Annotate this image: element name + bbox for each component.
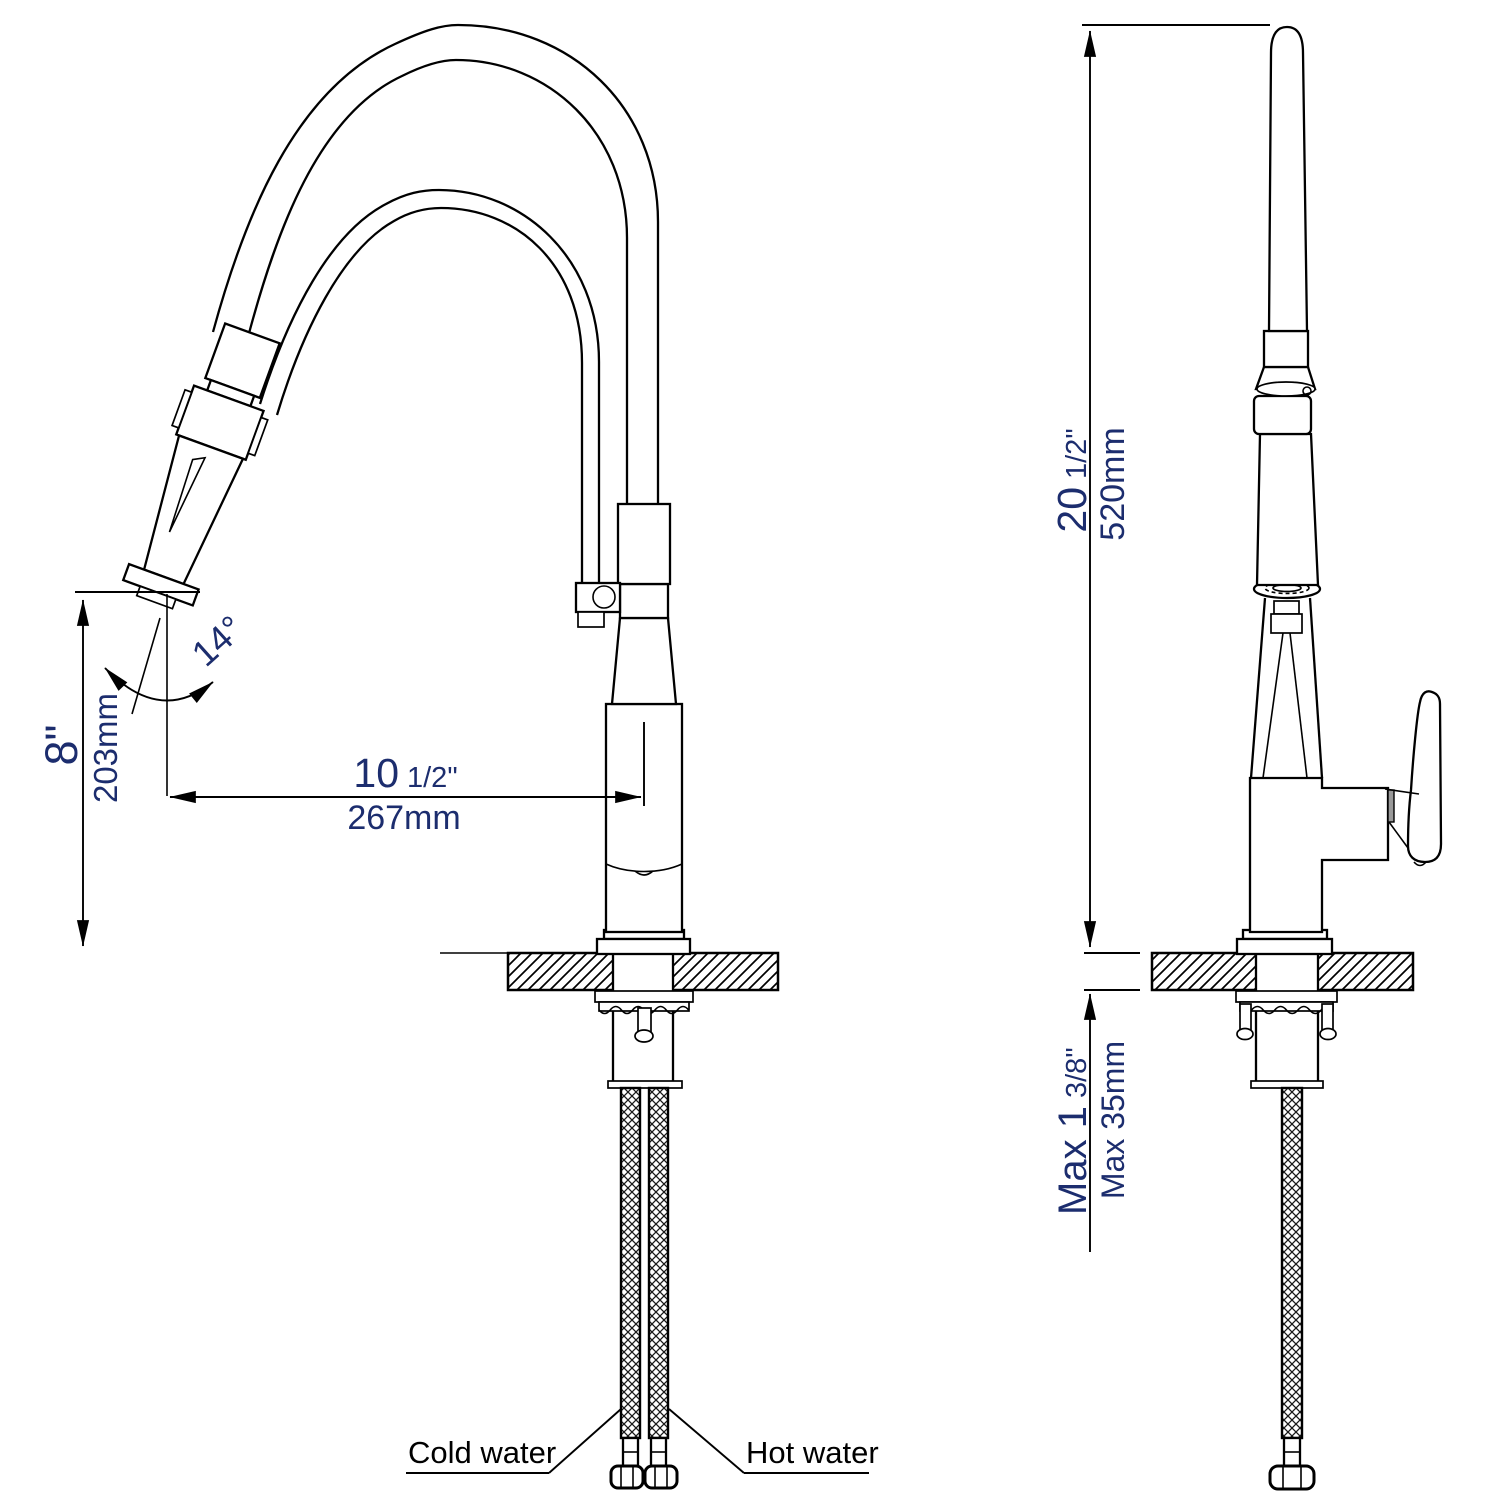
- supply-hose-hot: [647, 1086, 670, 1440]
- cold-leader-line: [548, 1408, 622, 1474]
- body-dimple: [634, 870, 654, 876]
- ring-tab-left: [170, 388, 193, 429]
- mounting-nut-wave-front: [1239, 1005, 1334, 1015]
- angle-arc: [104, 667, 214, 704]
- hot-water-label: Hot water: [746, 1435, 879, 1470]
- supply-hose-cold: [619, 1086, 642, 1440]
- ring-tab-right: [247, 416, 269, 457]
- dim-spout-height-in: 8": [36, 724, 87, 765]
- handle-foot-notch: [1413, 861, 1427, 867]
- column-mid: [618, 582, 670, 620]
- dim-total-height-in: 20 1/2": [1049, 428, 1095, 532]
- cold-water-label: Cold water: [408, 1435, 556, 1470]
- dimension-annotations: 8" 203mm 14° 10 1/2" 267mm 20 1/2" 520mm…: [36, 24, 1270, 1252]
- dim-reach-frac: 1/2": [407, 762, 458, 794]
- pulldown-hose-outer: [258, 188, 601, 583]
- base-flange-front: [1235, 937, 1334, 956]
- column-top: [616, 502, 672, 586]
- hose-elbow-pivot: [592, 585, 616, 609]
- flare-rim: [1256, 381, 1316, 397]
- handle-gasket: [1387, 789, 1395, 823]
- stud-cap-right: [1319, 1027, 1337, 1041]
- wand: [1267, 25, 1309, 333]
- hose-hex-nut-front: [1268, 1464, 1316, 1491]
- spray-ring-front: [1252, 394, 1313, 436]
- side-view: Cold water Hot water: [121, 23, 879, 1490]
- hot-leader-line: [668, 1408, 745, 1474]
- hose-elbow-lower: [577, 611, 605, 628]
- front-view: [1150, 25, 1443, 1491]
- hose-hex-nut-cold: [609, 1464, 645, 1490]
- dim-spray-angle: 14°: [184, 607, 252, 674]
- neck-edge-right: [1308, 597, 1324, 779]
- handle-lever: [1406, 690, 1443, 864]
- handle-joint-line2: [1388, 821, 1409, 849]
- neck-inner-right: [1289, 632, 1308, 779]
- dim-spout-height-mm: 203mm: [87, 693, 124, 803]
- dim-deck-whole: Max 1: [1051, 1106, 1095, 1215]
- body-taper: [610, 616, 678, 706]
- head-connector: [1270, 613, 1303, 634]
- spray-cone: [142, 433, 245, 586]
- wand-collar: [1262, 329, 1310, 369]
- handle-joint-line: [1384, 788, 1420, 795]
- mounting-stud-cap: [634, 1029, 654, 1043]
- stud-cap-left: [1236, 1027, 1254, 1041]
- neck-edge-left: [1249, 597, 1267, 779]
- dim-height-whole: 20: [1049, 487, 1095, 533]
- dim-reach-whole: 10: [353, 750, 399, 796]
- spout-arc-outer: [211, 23, 660, 504]
- dim-height-mm: 520mm: [1094, 427, 1132, 540]
- spray-clip: [168, 456, 207, 533]
- base-flange: [595, 937, 692, 956]
- dim-deck-max-in: Max 1 3/8": [1051, 1047, 1095, 1215]
- dim-reach-mm: 267mm: [347, 799, 460, 837]
- mounting-shank-front: [1254, 948, 1320, 1085]
- hose-hex-nut-hot: [643, 1464, 679, 1490]
- mounting-washer: [594, 990, 694, 1003]
- shank-end-cap: [607, 1080, 683, 1089]
- dim-deck-mm: Max 35mm: [1095, 1041, 1131, 1199]
- spray-head: [121, 322, 282, 610]
- supply-hose-front: [1280, 1086, 1304, 1440]
- head-connector-top: [1273, 600, 1300, 615]
- neck-inner-left: [1262, 632, 1284, 779]
- dim-height-frac: 1/2": [1061, 428, 1093, 479]
- mounting-washer-front: [1235, 990, 1338, 1003]
- spout-arc-inner: [246, 58, 629, 504]
- pulldown-hose-inner: [275, 206, 584, 583]
- spray-cone-front: [1255, 432, 1320, 587]
- flare-detail: [1302, 386, 1312, 396]
- dim-deck-frac: 3/8": [1061, 1047, 1093, 1098]
- faucet-body-front: [1248, 776, 1390, 934]
- body-joint-line: [605, 863, 683, 873]
